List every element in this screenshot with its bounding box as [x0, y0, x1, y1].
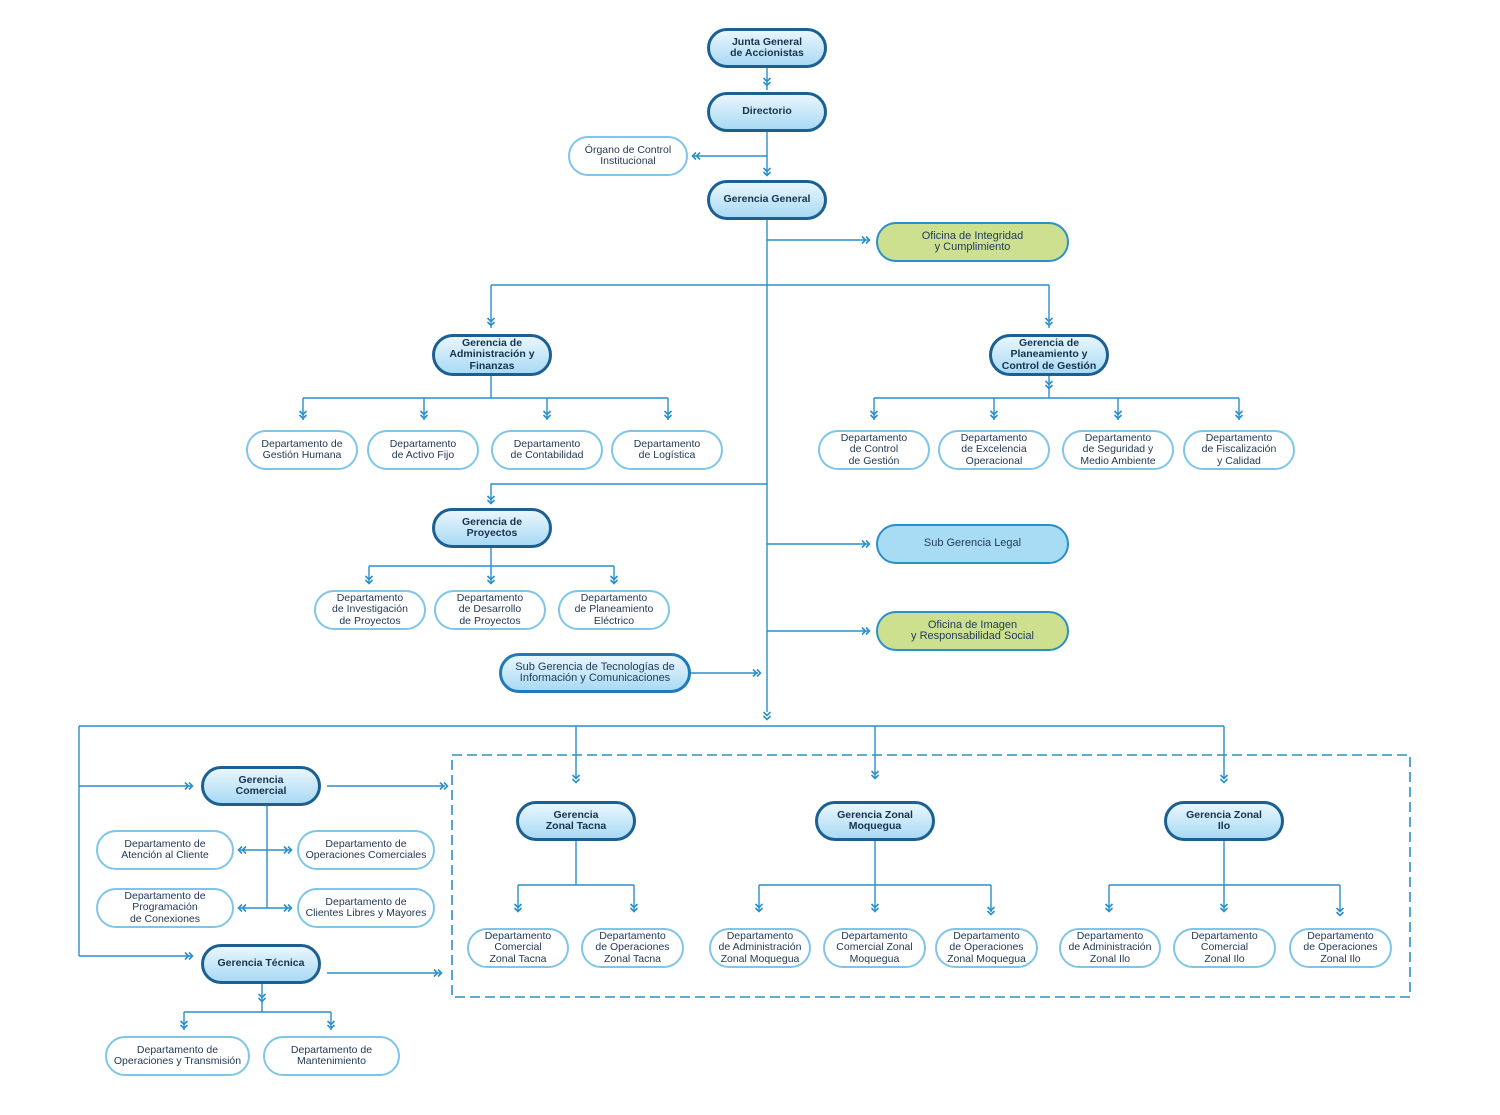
node-dept-clientes-libres-mayores: Departamento de Clientes Libres y Mayore… — [297, 888, 435, 928]
node-gerencia-proyectos: Gerencia de Proyectos — [432, 508, 552, 548]
node-dept-gestion-humana: Departamento de Gestión Humana — [246, 430, 358, 470]
node-dept-seguridad-medio-ambiente: Departamento de Seguridad y Medio Ambien… — [1062, 430, 1174, 470]
node-dept-logistica: Departamento de Logística — [611, 430, 723, 470]
node-dept-activo-fijo: Departamento de Activo Fijo — [367, 430, 479, 470]
node-dept-fiscalizacion-calidad: Departamento de Fiscalización y Calidad — [1183, 430, 1295, 470]
node-directorio: Directorio — [707, 92, 827, 132]
node-gerencia-tecnica: Gerencia Técnica — [201, 944, 321, 984]
node-dept-desarrollo-proyectos: Departamento de Desarrollo de Proyectos — [434, 590, 546, 630]
node-gerencia-planeamiento-control: Gerencia de Planeamiento y Control de Ge… — [989, 334, 1109, 376]
node-dept-control-gestion: Departamento de Control de Gestión — [818, 430, 930, 470]
node-gerencia-zonal-ilo: Gerencia Zonal Ilo — [1164, 801, 1284, 841]
node-sub-gerencia-legal: Sub Gerencia Legal — [876, 524, 1069, 564]
node-oficina-imagen: Oficina de Imagen y Responsabilidad Soci… — [876, 611, 1069, 651]
node-dept-operaciones-zonal-moquegua: Departamento de Operaciones Zonal Moqueg… — [935, 928, 1038, 968]
node-dept-comercial-zonal-ilo: Departamento Comercial Zonal Ilo — [1173, 928, 1276, 968]
node-gerencia-zonal-tacna: Gerencia Zonal Tacna — [516, 801, 636, 841]
node-dept-contabilidad: Departamento de Contabilidad — [491, 430, 603, 470]
node-dept-administracion-zonal-ilo: Departamento de Administración Zonal Ilo — [1059, 928, 1161, 968]
node-dept-programacion-conexiones: Departamento de Programación de Conexion… — [96, 888, 234, 928]
node-gerencia-general: Gerencia General — [707, 180, 827, 220]
node-oficina-integridad: Oficina de Integridad y Cumplimiento — [876, 222, 1069, 262]
node-dept-administracion-zonal-moquegua: Departamento de Administración Zonal Moq… — [709, 928, 811, 968]
node-dept-investigacion-proyectos: Departamento de Investigación de Proyect… — [314, 590, 426, 630]
node-gerencia-comercial: Gerencia Comercial — [201, 766, 321, 806]
node-dept-operaciones-zonal-tacna: Departamento de Operaciones Zonal Tacna — [581, 928, 684, 968]
node-dept-planeamiento-electrico: Departamento de Planeamiento Eléctrico — [558, 590, 670, 630]
node-gerencia-administracion-finanzas: Gerencia de Administración y Finanzas — [432, 334, 552, 376]
node-dept-excelencia-operacional: Departamento de Excelencia Operacional — [938, 430, 1050, 470]
node-dept-comercial-zonal-tacna: Departamento Comercial Zonal Tacna — [467, 928, 569, 968]
node-organo-control: Órgano de Control Institucional — [568, 136, 688, 176]
node-dept-mantenimiento: Departamento de Mantenimiento — [263, 1036, 400, 1076]
node-dept-operaciones-transmision: Departamento de Operaciones y Transmisió… — [105, 1036, 250, 1076]
node-junta-general: Junta General de Accionistas — [707, 28, 827, 68]
node-sub-gerencia-tic: Sub Gerencia de Tecnologías de Informaci… — [499, 653, 691, 693]
node-gerencia-zonal-moquegua: Gerencia Zonal Moquegua — [815, 801, 935, 841]
node-dept-operaciones-zonal-ilo: Departamento de Operaciones Zonal Ilo — [1289, 928, 1392, 968]
node-dept-operaciones-comerciales: Departamento de Operaciones Comerciales — [297, 830, 435, 870]
node-dept-comercial-zonal-moquegua: Departamento Comercial Zonal Moquegua — [823, 928, 926, 968]
node-dept-atencion-cliente: Departamento de Atención al Cliente — [96, 830, 234, 870]
